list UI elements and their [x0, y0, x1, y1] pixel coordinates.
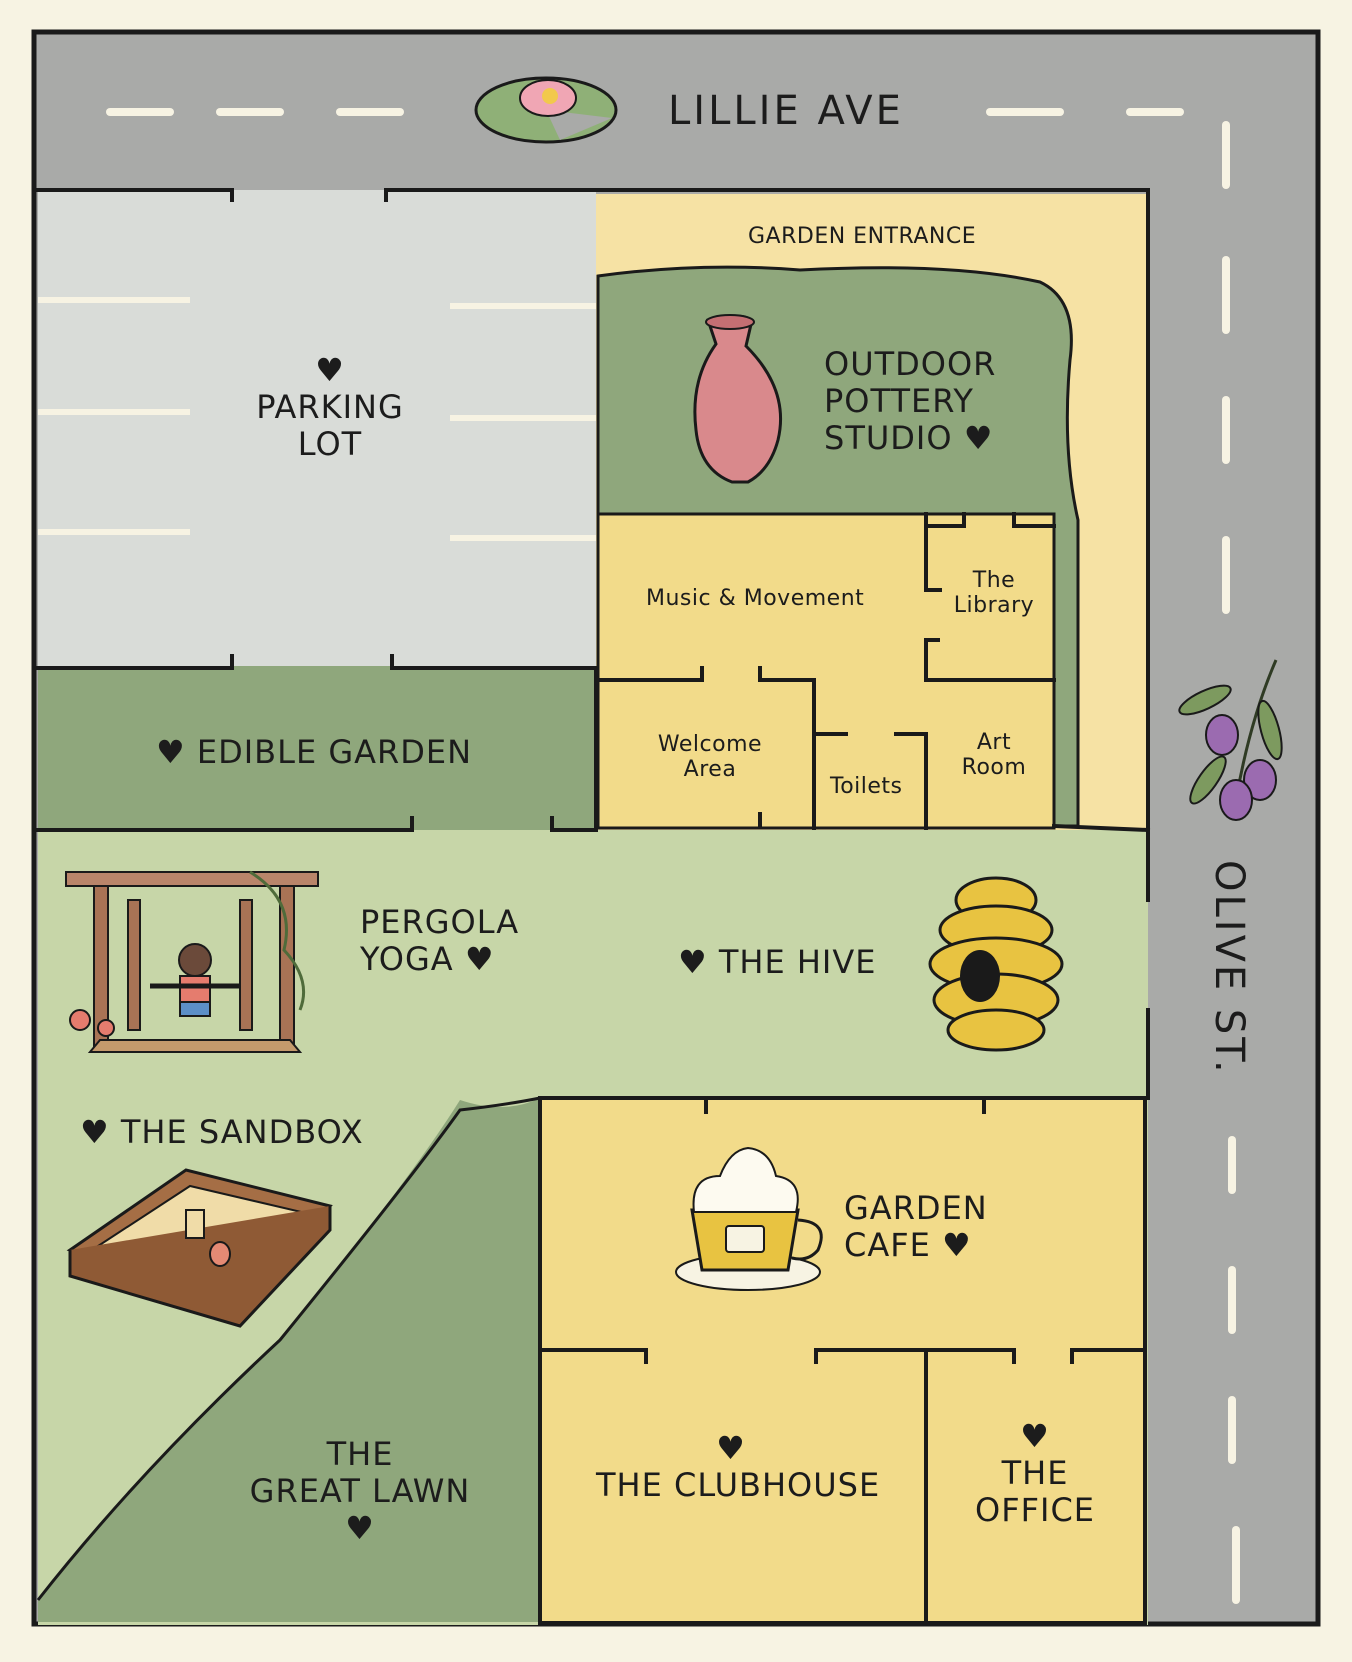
cafe-label-line1: GARDEN [844, 1189, 988, 1227]
heart-icon: ♥ [345, 1508, 375, 1547]
heart-icon: ♥ [716, 1429, 746, 1467]
edible-garden-label: ♥ EDIBLE GARDEN [156, 734, 472, 771]
heart-icon: ♥ [156, 733, 186, 771]
great-lawn-area [38, 1098, 540, 1622]
coffee-cup-icon [675, 1146, 823, 1291]
garden-cafe-label: GARDEN CAFE ♥ [844, 1190, 988, 1264]
library-label-line1: The [972, 568, 1016, 593]
pergola-label-line2: YOGA [360, 939, 454, 978]
garden-entrance-label: GARDEN ENTRANCE [748, 224, 977, 249]
parking-lot-label: ♥ PARKING LOT [250, 352, 410, 462]
lane-dashes-east [1222, 121, 1240, 1604]
music-movement-label: Music & Movement [646, 586, 865, 611]
street-east-label: OLIVE ST. [1206, 860, 1252, 1076]
heart-icon: ♥ [464, 939, 495, 978]
main-building [596, 512, 1056, 830]
pergola-yoga-label: PERGOLA YOGA ♥ [360, 904, 519, 978]
heart-icon: ♥ [1020, 1417, 1050, 1455]
library-label-line2: Library [953, 593, 1035, 619]
clubhouse-label: ♥ THE CLUBHOUSE [596, 1429, 881, 1504]
the-hive-text: THE HIVE [718, 943, 877, 981]
parking-stall-lines [38, 297, 596, 541]
sandbox-label: ♥ THE SANDBOX [80, 1114, 364, 1151]
sandbox-icon [66, 1168, 333, 1328]
office-label: ♥ THE OFFICE [960, 1418, 1110, 1528]
pottery-label-line2: POTTERY [824, 381, 974, 420]
welcome-label-line2: Area [683, 757, 737, 783]
parking-lot-area [38, 190, 596, 666]
pottery-label-line1: OUTDOOR [824, 345, 997, 383]
edible-garden-area [38, 666, 596, 830]
olive-branch-icon [1178, 659, 1283, 821]
heart-icon: ♥ [942, 1225, 972, 1264]
edible-garden-text: EDIBLE GARDEN [196, 733, 473, 771]
cafe-label-line2: CAFE [844, 1225, 931, 1264]
art-room-label-line2: Room [961, 755, 1027, 781]
welcome-area-label: Welcome Area [650, 732, 770, 783]
lily-pad-icon [474, 76, 618, 144]
toilets-label: Toilets [830, 774, 903, 799]
heart-icon: ♥ [315, 351, 345, 389]
beehive-icon [928, 876, 1064, 1052]
walls [34, 188, 1151, 1624]
the-hive-label: ♥ THE HIVE [678, 944, 876, 981]
heart-icon: ♥ [678, 943, 708, 981]
pergola-icon [65, 870, 319, 1053]
welcome-label-line1: Welcome [657, 732, 763, 757]
sandbox-text: THE SANDBOX [120, 1113, 364, 1151]
great-lawn-label-line1: THE [326, 1435, 394, 1473]
street-north-label: LILLIE AVE [668, 88, 904, 134]
vase-icon [693, 314, 783, 484]
pottery-label-line3: STUDIO [824, 418, 953, 457]
parking-lot-label-line2: LOT [297, 424, 363, 463]
great-lawn-label-line2: GREAT LAWN [249, 1471, 471, 1510]
great-lawn-label: THE GREAT LAWN ♥ [240, 1436, 480, 1546]
library-label: The Library [944, 568, 1044, 619]
cafe-building [538, 1096, 1147, 1625]
pergola-label-line1: PERGOLA [360, 903, 520, 941]
office-label-line2: OFFICE [975, 1490, 1095, 1529]
office-label-line1: THE [1001, 1453, 1069, 1492]
pottery-studio-label: OUTDOOR POTTERY STUDIO ♥ [824, 346, 996, 456]
heart-icon: ♥ [963, 418, 994, 457]
parking-lot-label-line1: PARKING [256, 387, 404, 426]
art-room-label: Art Room [954, 730, 1034, 781]
heart-icon: ♥ [80, 1113, 110, 1151]
art-room-label-line1: Art [976, 730, 1012, 755]
clubhouse-text: THE CLUBHOUSE [596, 1465, 881, 1504]
